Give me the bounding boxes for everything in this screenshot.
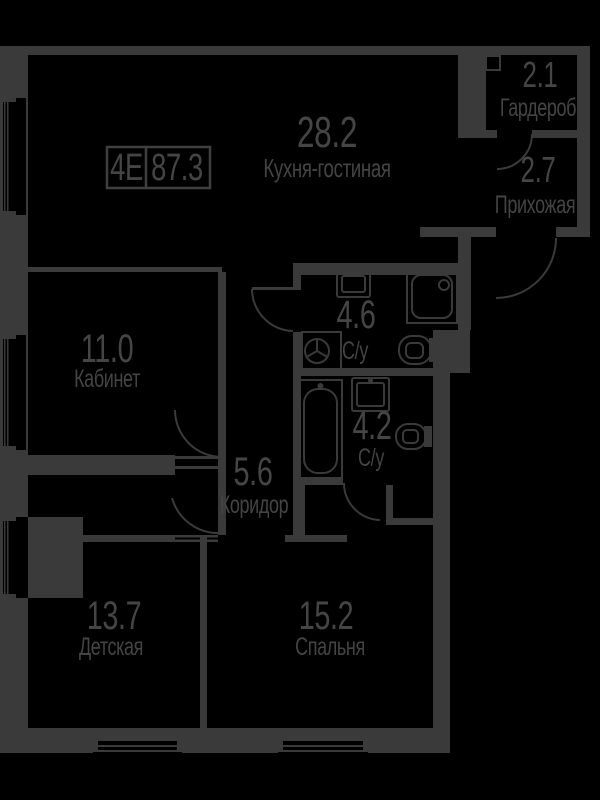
door-arc-kitchen [251, 288, 294, 332]
wall-right-mid [458, 237, 471, 330]
wall-hallway-bottom-right [556, 227, 590, 237]
bathroom-2-name: С/у [358, 443, 384, 472]
wall-office-bottom [28, 455, 175, 475]
door-arc-office [174, 409, 223, 458]
wall-bath-top [293, 263, 458, 275]
wall-lobby-right-stub [386, 485, 393, 525]
wall-corridor-left [218, 455, 226, 535]
wall-kitchen-right [458, 46, 471, 138]
windows [0, 98, 368, 752]
room-label-bathroom-2: 4.2 С/у [353, 403, 392, 471]
office-area: 11.0 [81, 326, 134, 371]
wardrobe-niche [485, 55, 501, 71]
wall-right-upper [577, 55, 590, 237]
room-label-office: 11.0 Кабинет [74, 326, 141, 393]
toilet-icon-bath1 [398, 335, 437, 365]
wall-office-top [28, 267, 222, 272]
wall-kids-bedroom-partition [200, 535, 207, 728]
window-kids-bottom [93, 728, 182, 752]
kitchen-living-name: Кухня-гостиная [263, 153, 390, 183]
wall-left-seg1 [0, 55, 28, 98]
wall-bedroom-niche-top [386, 518, 450, 525]
room-label-wardrobe: 2.1 Гардероб [500, 55, 577, 122]
door-thresholds [175, 287, 293, 542]
room-label-bedroom: 15.2 Спальня [295, 593, 365, 660]
wall-bath2-bottom [301, 478, 343, 485]
apartment-badge: 4E 87.3 [105, 145, 212, 190]
wall-bath-left-stub [293, 263, 301, 290]
wall-left-seg4 [0, 598, 28, 728]
wall-bottom-seg1 [0, 728, 93, 753]
window-bedroom-bottom [278, 728, 368, 752]
wardrobe-name: Гардероб [500, 93, 576, 122]
room-label-kitchen-living: 28.2 Кухня-гостиная [263, 108, 391, 183]
door-arc-kids [171, 497, 221, 535]
door-arc-wardrobe [496, 133, 533, 170]
badge-type: 4E [110, 147, 143, 189]
bathroom-1-area: 4.6 [337, 292, 376, 337]
bedroom-area: 15.2 [299, 593, 354, 638]
outer-walls [0, 46, 590, 753]
wall-left-seg3 [0, 450, 28, 517]
wall-right-chunk [433, 330, 470, 373]
wall-wardrobe-bottom-2 [532, 130, 577, 138]
badge-box [105, 145, 212, 190]
wardrobe-area: 2.1 [523, 55, 558, 95]
bathroom-2-area: 4.2 [353, 403, 392, 448]
badge-total-area: 87.3 [151, 147, 203, 189]
window-office [0, 335, 28, 450]
wall-right-lower [433, 373, 450, 753]
shower-icon [406, 269, 458, 324]
bathroom-1-name: С/у [342, 336, 368, 365]
kids-room-area: 13.7 [87, 593, 142, 638]
wall-wardrobe-left [471, 55, 486, 130]
door-arc-bath2 [343, 482, 381, 521]
sink-icon-bath2 [351, 377, 390, 412]
office-name: Кабинет [74, 364, 140, 393]
kids-room-name: Детская [79, 632, 143, 661]
door-threshold-office [175, 456, 218, 469]
wall-top [0, 46, 590, 55]
bedroom-name: Спальня [295, 632, 365, 661]
door-arc-entry [495, 237, 557, 299]
hallway-area: 2.7 [521, 150, 556, 190]
corridor-name: Коридор [220, 490, 289, 519]
wall-bottom-seg2 [182, 728, 278, 753]
sink-icon-bath1 [336, 270, 371, 298]
wall-kids-top [28, 535, 175, 542]
hallway-name: Прихожая [495, 190, 575, 219]
room-label-corridor: 5.6 Коридор [220, 449, 289, 518]
wall-lobby-left [293, 478, 305, 535]
room-labels: 28.2 Кухня-гостиная 2.1 Гардероб 2.7 При… [74, 55, 576, 661]
washing-machine-icon [301, 331, 342, 370]
partition-walls [28, 263, 458, 728]
wall-hallway-bottom-left [420, 227, 496, 237]
corridor-area: 5.6 [234, 449, 273, 494]
wall-bath-left [293, 332, 301, 478]
fixtures [298, 55, 501, 479]
door-leaf-kitchen [252, 287, 293, 290]
toilet-icon-bath2 [395, 423, 432, 450]
door-arcs [171, 133, 557, 535]
window-kids-left [0, 517, 16, 598]
wall-office-right [218, 272, 226, 455]
window-kitchen [0, 98, 28, 215]
wall-wardrobe-bottom-1 [458, 130, 497, 138]
wall-bath-separator [301, 368, 433, 376]
door-threshold-kids [175, 535, 218, 542]
room-label-bathroom-1: 4.6 С/у [337, 292, 376, 364]
wall-column-block [28, 517, 83, 598]
room-label-hallway: 2.7 Прихожая [495, 150, 576, 219]
room-label-kids-room: 13.7 Детская [79, 593, 143, 660]
wall-left-seg2 [0, 215, 28, 335]
wall-bedroom-top-stub [285, 535, 347, 542]
bathtub-icon [298, 379, 343, 479]
kitchen-living-area: 28.2 [297, 108, 357, 157]
